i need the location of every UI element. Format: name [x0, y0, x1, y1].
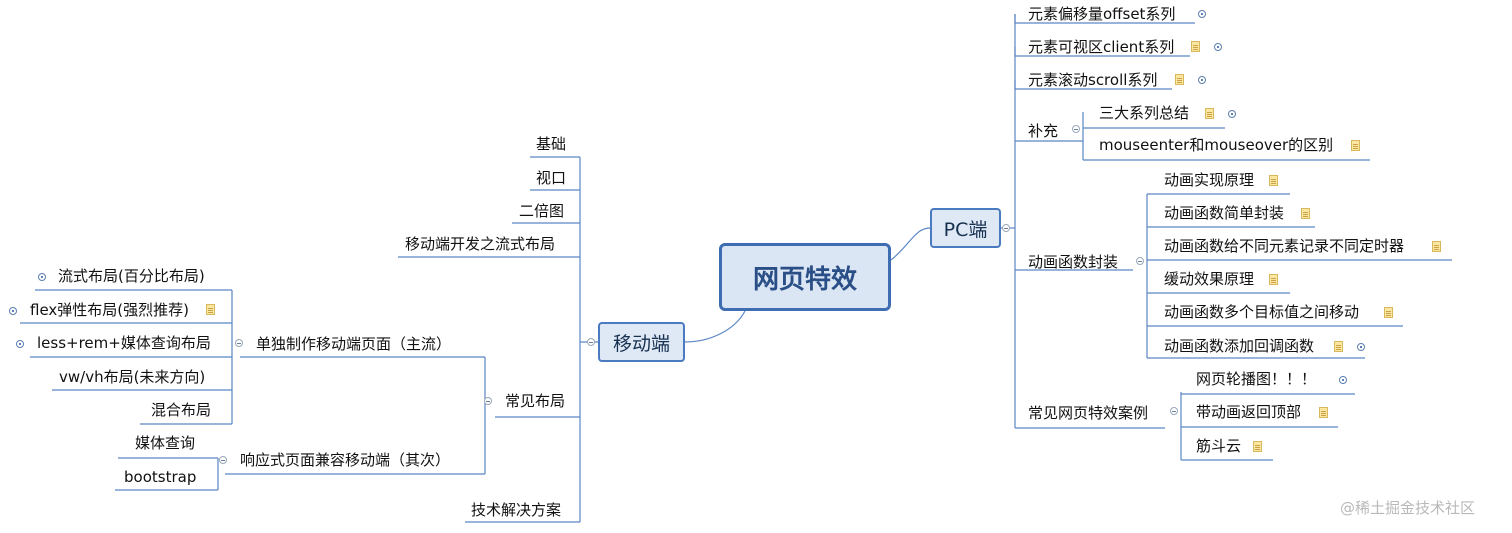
- note-icon[interactable]: [1319, 407, 1328, 418]
- note-icon[interactable]: [1205, 108, 1214, 119]
- pc-supplement-label[interactable]: 补充: [1028, 122, 1059, 140]
- note-icon[interactable]: [206, 304, 215, 315]
- pc-topic[interactable]: PC端: [930, 208, 1001, 248]
- drill-icon[interactable]: [1357, 343, 1365, 351]
- drill-icon[interactable]: [1198, 10, 1206, 18]
- drill-icon[interactable]: [1214, 43, 1222, 51]
- note-icon[interactable]: [1175, 74, 1184, 85]
- note-icon[interactable]: [1432, 241, 1441, 252]
- pc-collapse-icon[interactable]: [1002, 224, 1010, 232]
- responsive-item[interactable]: bootstrap: [124, 468, 197, 486]
- drill-icon[interactable]: [38, 273, 46, 281]
- animation-item[interactable]: 动画函数给不同元素记录不同定时器: [1164, 237, 1405, 255]
- mouseenter-label[interactable]: mouseenter和mouseover的区别: [1099, 136, 1334, 154]
- mobile-collapse-icon[interactable]: [587, 338, 595, 346]
- root-topic[interactable]: 网页特效: [719, 243, 891, 311]
- drill-icon[interactable]: [9, 307, 17, 315]
- case-item[interactable]: 网页轮播图！！！: [1196, 370, 1317, 388]
- responsive-label[interactable]: 响应式页面兼容移动端（其次）: [240, 451, 451, 469]
- watermark: @稀土掘金技术社区: [1340, 499, 1476, 517]
- standalone-label[interactable]: 单独制作移动端页面（主流）: [256, 335, 452, 353]
- drill-icon[interactable]: [1339, 376, 1347, 384]
- standalone-item[interactable]: 流式布局(百分比布局): [58, 267, 205, 285]
- responsive-item[interactable]: 媒体查询: [135, 434, 196, 452]
- fluid-viewport-label[interactable]: 视口: [536, 169, 567, 187]
- layouts-collapse-icon[interactable]: [484, 397, 492, 405]
- mobile-topic[interactable]: 移动端: [598, 322, 685, 362]
- note-icon[interactable]: [1351, 140, 1360, 151]
- note-icon[interactable]: [1301, 208, 1310, 219]
- standalone-item[interactable]: flex弹性布局(强烈推荐): [30, 301, 189, 319]
- supplement-collapse-icon[interactable]: [1072, 125, 1080, 133]
- standalone-collapse-icon[interactable]: [235, 339, 243, 347]
- note-icon[interactable]: [1269, 175, 1278, 186]
- pc-client-label[interactable]: 元素可视区client系列: [1028, 38, 1175, 56]
- responsive-collapse-icon[interactable]: [219, 456, 227, 464]
- animation-item[interactable]: 缓动效果原理: [1164, 270, 1255, 288]
- drill-icon[interactable]: [1228, 110, 1236, 118]
- fluid-layout-label[interactable]: 移动端开发之流式布局: [405, 235, 556, 253]
- case-item[interactable]: 筋斗云: [1196, 437, 1242, 455]
- note-icon[interactable]: [1191, 41, 1200, 52]
- fluid-basic-label[interactable]: 基础: [536, 135, 567, 153]
- animation-collapse-icon[interactable]: [1136, 257, 1144, 265]
- cases-collapse-icon[interactable]: [1170, 407, 1178, 415]
- note-icon[interactable]: [1384, 307, 1393, 318]
- fluid-2x-label[interactable]: 二倍图: [519, 202, 565, 220]
- note-icon[interactable]: [1253, 441, 1262, 452]
- pc-offset-label[interactable]: 元素偏移量offset系列: [1028, 5, 1176, 23]
- summary-label[interactable]: 三大系列总结: [1099, 104, 1190, 122]
- case-item[interactable]: 带动画返回顶部: [1196, 403, 1302, 421]
- solutions-label[interactable]: 技术解决方案: [471, 501, 562, 519]
- animation-item[interactable]: 动画函数添加回调函数: [1164, 337, 1315, 355]
- standalone-item[interactable]: less+rem+媒体查询布局: [37, 334, 211, 352]
- cases-label[interactable]: 常见网页特效案例: [1028, 404, 1149, 422]
- standalone-item[interactable]: 混合布局: [151, 401, 212, 419]
- note-icon[interactable]: [1334, 341, 1343, 352]
- standalone-item[interactable]: vw/vh布局(未来方向): [59, 368, 206, 386]
- pc-scroll-label[interactable]: 元素滚动scroll系列: [1028, 71, 1158, 89]
- animation-label[interactable]: 动画函数封装: [1028, 253, 1119, 271]
- note-icon[interactable]: [1269, 274, 1278, 285]
- animation-item[interactable]: 动画函数简单封装: [1164, 204, 1285, 222]
- animation-item[interactable]: 动画函数多个目标值之间移动: [1164, 303, 1360, 321]
- drill-icon[interactable]: [1198, 76, 1206, 84]
- drill-icon[interactable]: [16, 340, 24, 348]
- layouts-label[interactable]: 常见布局: [505, 392, 566, 410]
- animation-item[interactable]: 动画实现原理: [1164, 171, 1255, 189]
